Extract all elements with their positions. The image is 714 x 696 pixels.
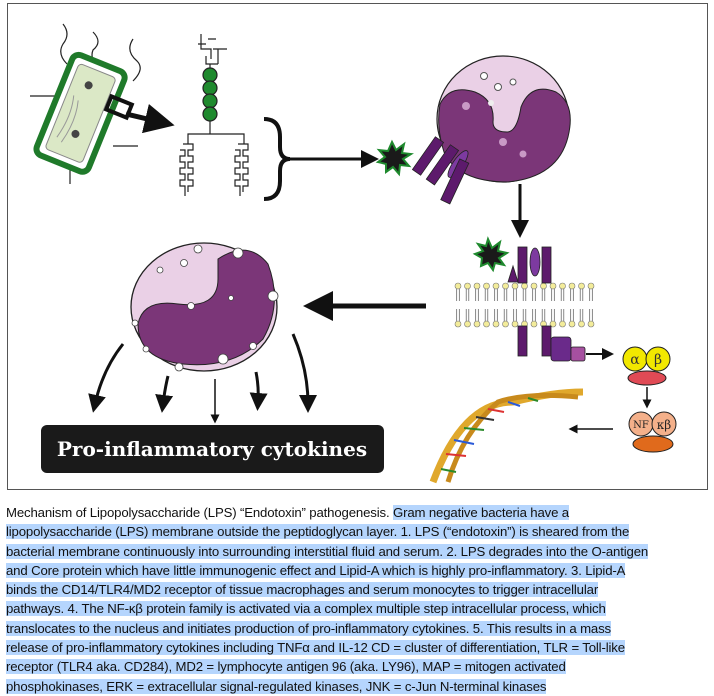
nfkb-complex-icon: NF κβ [628,411,677,453]
lipid-head [483,282,490,290]
caption-line: release of pro-inflammatory cytokines in… [6,640,625,656]
cytokines-label: Pro-inflammatory cytokines [57,437,367,461]
lipid-head [473,320,481,328]
lipid-head [483,320,490,328]
lipid-head [530,320,538,328]
lps-pathway-figure: α β NF κβ [7,3,708,490]
lipid-head [502,282,509,290]
caption-line: translocates to the nucleus and initiate… [6,620,611,636]
caption-line: bacterial membrane continuously into sur… [6,543,649,559]
lipid-head [511,320,519,328]
bacterium-icon [30,23,175,184]
lipid-head [473,282,481,290]
lipid-head [568,282,576,290]
ikk-complex-icon: α β [622,346,671,409]
lipid-head [559,282,566,290]
lipid-head [549,282,557,290]
lipid-head [587,320,595,328]
cytokine-release-arrows [88,333,317,424]
caption-line: Mechanism of Lipopolysaccharide (LPS) “E… [6,503,714,522]
lipid-head [521,282,528,290]
tlr4-receptor-membrane [454,236,614,362]
brace-icon [263,117,291,201]
lipid-head [454,320,462,328]
lipid-head [578,320,585,328]
macrophage-icon [411,55,571,205]
caption-line: phosphokinases, ERK = extracellular sign… [6,678,547,694]
cytokines-label-box [41,425,384,473]
lipid-head [540,282,547,290]
caption-line: lipopolysaccharide (LPS) membrane outsid… [6,524,630,540]
lipid-head [530,282,538,290]
lipid-head [492,282,500,290]
alpha-label: α [630,352,640,368]
figure-caption: Mechanism of Lipopolysaccharide (LPS) “E… [6,503,714,696]
nf-label: NF [633,420,649,431]
caption-title: Mechanism of Lipopolysaccharide (LPS) “E… [6,505,393,520]
activated-macrophage-icon [130,242,279,372]
lipid-head [559,320,566,328]
lipid-head [454,282,462,290]
lipid-head [492,320,500,328]
lipid-head [549,320,557,328]
kb-label: κβ [657,418,672,432]
lps-starburst-icon [375,139,414,177]
lipid-head [502,320,509,328]
caption-line: receptor (TLR4 aka. CD284), MD2 = lympho… [6,659,566,675]
lipid-head [511,282,519,290]
figure-illustration: α β NF κβ [30,23,677,484]
lps-molecule-icon [179,34,249,196]
lipid-head [568,320,576,328]
lipid-head [464,282,471,290]
lipid-head [578,282,585,290]
caption-line: and Core protein which have little immun… [6,562,626,578]
caption-highlighted-text: Gram negative bacteria have a [392,505,569,520]
caption-line: pathways. 4. The NF-κβ protein family is… [6,601,606,617]
dna-icon [429,388,584,484]
lipid-head [464,320,471,328]
caption-line: binds the CD14/TLR4/MD2 receptor of tiss… [6,582,599,598]
lipid-head [587,282,595,290]
beta-label: β [654,352,662,368]
